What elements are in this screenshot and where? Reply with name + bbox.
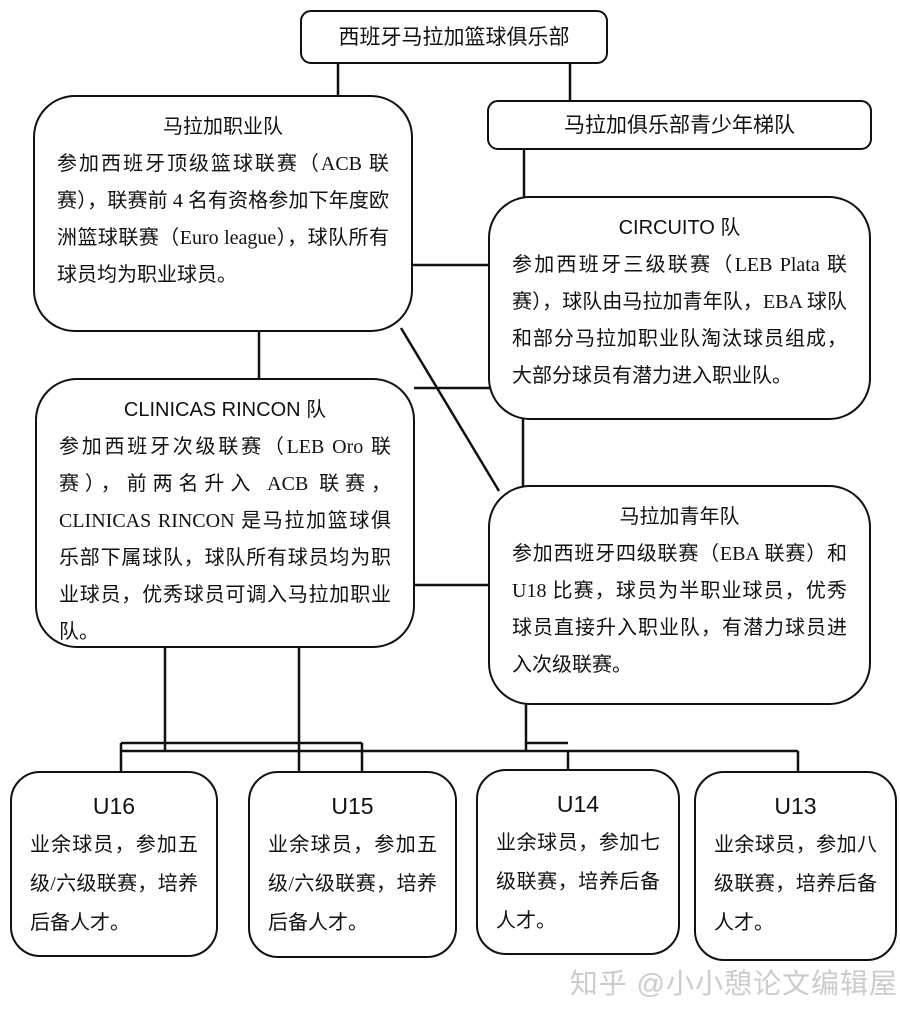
node-body: 业余球员，参加五级/六级联赛，培养后备人才。 bbox=[268, 834, 437, 934]
node-title: CLINICAS RINCON 队 bbox=[123, 399, 327, 421]
node-circuito-team: CIRCUITO 队 参加西班牙三级联赛（LEB Plata 联赛），球队由马拉… bbox=[488, 196, 871, 420]
node-u14: U14 业余球员，参加七级联赛，培养后备人才。 bbox=[476, 769, 680, 955]
node-body: 参加西班牙四级联赛（EBA 联赛）和 U18 比赛，球员为半职业球员，优秀球员直… bbox=[512, 543, 847, 676]
node-u16: U16 业余球员，参加五级/六级联赛，培养后备人才。 bbox=[10, 771, 218, 957]
node-body: 参加西班牙三级联赛（LEB Plata 联赛），球队由马拉加青年队，EBA 球队… bbox=[512, 254, 847, 387]
node-body: 参加西班牙次级联赛（LEB Oro 联赛），前两名升入 ACB 联赛，CLINI… bbox=[59, 436, 391, 643]
node-u13: U13 业余球员，参加八级联赛，培养后备人才。 bbox=[694, 771, 897, 961]
node-u15: U15 业余球员，参加五级/六级联赛，培养后备人才。 bbox=[248, 771, 457, 958]
node-body: 业余球员，参加五级/六级联赛，培养后备人才。 bbox=[30, 834, 198, 934]
node-body: 业余球员，参加七级联赛，培养后备人才。 bbox=[496, 832, 660, 932]
node-club-root: 西班牙马拉加篮球俱乐部 bbox=[300, 10, 608, 64]
node-title: U15 bbox=[331, 793, 374, 819]
node-pro-team: 马拉加职业队 参加西班牙顶级篮球联赛（ACB 联赛），联赛前 4 名有资格参加下… bbox=[33, 95, 413, 332]
node-title: U14 bbox=[556, 791, 600, 817]
node-youth-ladder: 马拉加俱乐部青少年梯队 bbox=[487, 100, 872, 150]
node-title: 马拉加俱乐部青少年梯队 bbox=[564, 112, 795, 137]
node-youth-team: 马拉加青年队 参加西班牙四级联赛（EBA 联赛）和 U18 比赛，球员为半职业球… bbox=[488, 485, 871, 705]
node-clinicas-rincon-team: CLINICAS RINCON 队 参加西班牙次级联赛（LEB Oro 联赛），… bbox=[35, 378, 415, 648]
node-title: 马拉加职业队 bbox=[163, 116, 283, 138]
zhihu-watermark: 知乎 @小小憩论文编辑屋 bbox=[569, 968, 898, 999]
node-title: U13 bbox=[774, 793, 817, 819]
node-body: 业余球员，参加八级联赛，培养后备人才。 bbox=[714, 834, 877, 934]
node-title: 西班牙马拉加篮球俱乐部 bbox=[338, 24, 570, 49]
node-title: U16 bbox=[92, 793, 136, 819]
node-title: CIRCUITO 队 bbox=[618, 217, 741, 239]
node-body: 参加西班牙顶级篮球联赛（ACB 联赛），联赛前 4 名有资格参加下年度欧洲篮球联… bbox=[57, 153, 389, 286]
node-title: 马拉加青年队 bbox=[619, 506, 740, 528]
